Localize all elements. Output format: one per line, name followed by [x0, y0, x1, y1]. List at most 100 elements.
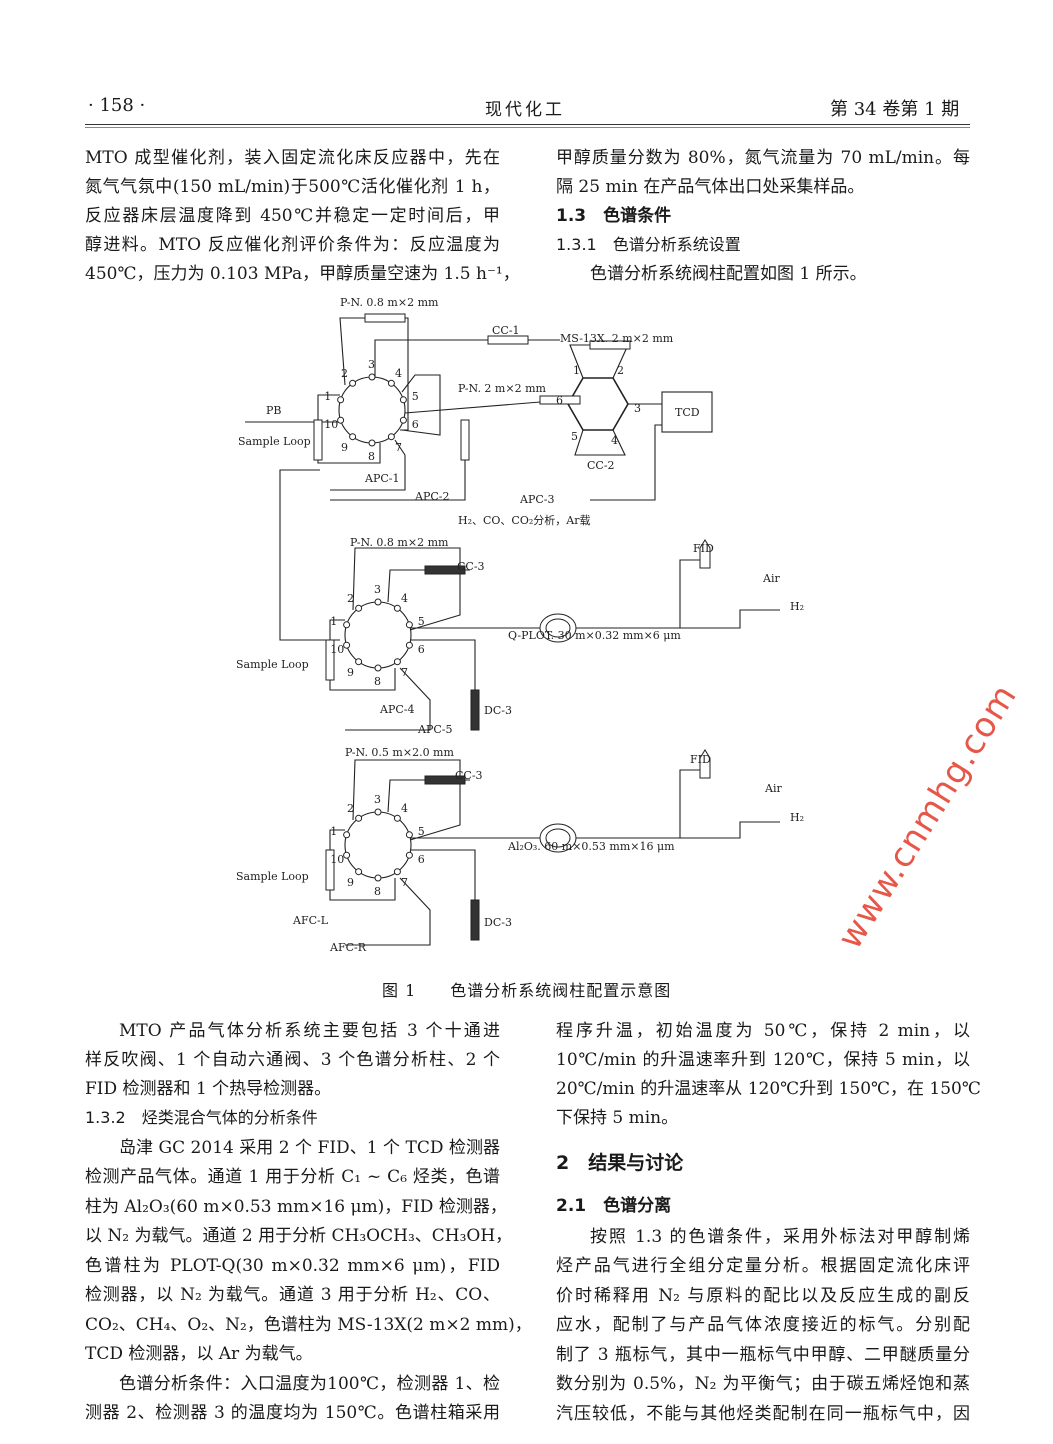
- figure-1-diagram: P-N. 0.8 m×2 mm CC-1 MS-13X. 2 m×2 mm PB…: [236, 296, 804, 954]
- text-line: 岛津 GC 2014 采用 2 个 FID、1 个 TCD 检测器: [119, 1138, 500, 1158]
- text-line: 20℃/min 的升温速率从 120℃升到 150℃，在 150℃: [556, 1079, 981, 1099]
- port-number: 2: [347, 802, 354, 815]
- label-pn4: P-N. 0.5 m×2.0 mm: [345, 746, 454, 759]
- text-line: 制了 3 瓶标气，其中一瓶标气中甲醇、二甲醚质量分: [556, 1345, 970, 1365]
- valve-port: [343, 831, 351, 839]
- text-line: 色谱柱为 PLOT-Q(30 m×0.32 mm×6 μm)，FID: [85, 1256, 500, 1276]
- text-line: MTO 产品气体分析系统主要包括 3 个十通进: [119, 1021, 500, 1041]
- valve-port: [349, 433, 357, 441]
- text-line: 氮气气氛中(150 mL/min)于500℃活化催化剂 1 h，: [85, 177, 500, 197]
- label-afcl: AFC-L: [292, 914, 329, 927]
- text-line: 烃产品气进行全组分定量分析。根据固定流化床评: [556, 1256, 970, 1276]
- label-air-2: Air: [764, 782, 782, 795]
- port-number: 9: [341, 441, 348, 454]
- label-al2o3: Al₂O₃. 60 m×0.53 mm×16 μm: [507, 840, 675, 853]
- valve-port: [393, 604, 401, 612]
- label-fid-2: FID: [690, 753, 711, 766]
- port-number: 1: [330, 615, 337, 628]
- valve-port: [374, 808, 382, 816]
- valve-port: [374, 598, 382, 606]
- text-line: 检测产品气体。通道 1 用于分析 C₁ ~ C₆ 烃类，色谱: [85, 1167, 500, 1187]
- label-sample-loop-3: Sample Loop: [236, 870, 309, 883]
- text-line: 以 N₂ 为载气。通道 2 用于分析 CH₃OCH₃、CH₃OH，: [85, 1226, 513, 1246]
- text-line: CO₂、CH₄、O₂、N₂，色谱柱为 MS-13X(2 m×2 mm)，: [85, 1315, 532, 1335]
- label-pn1: P-N. 0.8 m×2 mm: [340, 296, 439, 309]
- text-line: MTO 成型催化剂，装入固定流化床反应器中，先在: [85, 148, 500, 168]
- port-number: 3: [634, 402, 641, 415]
- text-line: 色谱分析系统阀柱配置如图 1 所示。: [590, 264, 867, 284]
- port-number: 3: [374, 583, 381, 596]
- valve-port: [374, 874, 382, 882]
- text-line: 2.1 色谱分离: [556, 1196, 672, 1216]
- valve-port: [399, 416, 407, 424]
- text-line: 应水，配制了与产品气体浓度接近的标气。分别配: [556, 1315, 970, 1335]
- valve-port: [405, 851, 413, 859]
- label-sample-loop-2: Sample Loop: [236, 658, 309, 671]
- text-line: 数分别为 0.5%，N₂ 为平衡气；由于碳五烯烃饱和蒸: [556, 1374, 970, 1394]
- label-apc1: APC-1: [364, 472, 399, 485]
- port-number: 2: [347, 592, 354, 605]
- port-number: 6: [418, 853, 425, 866]
- port-number: 9: [347, 876, 354, 889]
- label-pn2: P-N. 2 m×2 mm: [458, 382, 546, 395]
- text-line: 1.3.2 烃类混合气体的分析条件: [85, 1108, 318, 1127]
- port-number: 8: [368, 450, 375, 463]
- label-dc3-b: DC-3: [484, 916, 512, 929]
- text-line: 价时稀释用 N₂ 与原料的配比以及反应生成的副反: [556, 1286, 970, 1306]
- port-number: 4: [611, 434, 618, 447]
- text-line: 10℃/min 的升温速率升到 120℃，保持 5 min，以: [556, 1050, 970, 1070]
- text-line: 程序升温，初始温度为 50℃，保持 2 min，以: [556, 1021, 970, 1041]
- valve-port: [337, 396, 345, 404]
- valve-port: [387, 379, 395, 387]
- valve-port: [405, 831, 413, 839]
- text-line: TCD 检测器，以 Ar 为载气。: [85, 1344, 313, 1364]
- text-line: 检测器，以 N₂ 为载气。通道 3 用于分析 H₂、CO、: [85, 1285, 500, 1305]
- page-number: · 158 ·: [88, 95, 146, 116]
- valve-port: [355, 868, 363, 876]
- port-number: 6: [412, 418, 419, 431]
- label-apc3: APC-3: [519, 493, 554, 506]
- port-number: 10: [324, 418, 338, 431]
- issue-info: 第 34 卷第 1 期: [830, 99, 960, 120]
- figure-caption: 图 1 色谱分析系统阀柱配置示意图: [382, 981, 672, 1000]
- label-air-1: Air: [762, 572, 780, 585]
- valve-port: [393, 868, 401, 876]
- text-line: 柱为 Al₂O₃(60 m×0.53 mm×16 μm)，FID 检测器，: [85, 1197, 507, 1217]
- label-apc4: APC-4: [379, 703, 414, 716]
- port-number: 5: [412, 390, 419, 403]
- valve-port: [387, 433, 395, 441]
- valve-port: [393, 814, 401, 822]
- label-fid-1: FID: [693, 542, 714, 555]
- label-cc3-a: CC-3: [457, 560, 485, 573]
- label-sample-loop-1: Sample Loop: [238, 435, 311, 448]
- valve-port: [368, 439, 376, 447]
- text-line: FID 检测器和 1 个热导检测器。: [85, 1079, 332, 1099]
- valve-port: [355, 604, 363, 612]
- label-cc1: CC-1: [492, 324, 520, 337]
- port-number: 7: [401, 876, 408, 889]
- port-number: 1: [324, 390, 331, 403]
- label-apc5: APC-5: [417, 723, 452, 736]
- label-h2-2: H₂: [790, 811, 804, 824]
- port-number: 4: [401, 802, 408, 815]
- valve-port: [355, 814, 363, 822]
- port-number: 9: [347, 666, 354, 679]
- port-number: 5: [571, 430, 578, 443]
- label-pn3: P-N. 0.8 m×2 mm: [350, 536, 449, 549]
- valve-port: [405, 641, 413, 649]
- valve-port: [405, 621, 413, 629]
- port-number: 8: [374, 885, 381, 898]
- port-number: 7: [401, 666, 408, 679]
- text-line: 隔 25 min 在产品气体出口处采集样品。: [556, 177, 865, 197]
- port-number: 6: [556, 394, 563, 407]
- label-cc3-b: CC-3: [455, 769, 483, 782]
- text-line: 测器 2、检测器 3 的温度均为 150℃。色谱柱箱采用: [85, 1403, 500, 1423]
- text-line: 反应器床层温度降到 450℃并稳定一定时间后，甲: [85, 206, 500, 226]
- port-number: 3: [368, 358, 375, 371]
- port-number: 1: [330, 825, 337, 838]
- valve-port: [343, 621, 351, 629]
- label-cc2: CC-2: [587, 459, 615, 472]
- valve-port: [393, 658, 401, 666]
- text-line: 1.3.1 色谱分析系统设置: [556, 235, 741, 254]
- text-line: 2 结果与讨论: [556, 1152, 684, 1174]
